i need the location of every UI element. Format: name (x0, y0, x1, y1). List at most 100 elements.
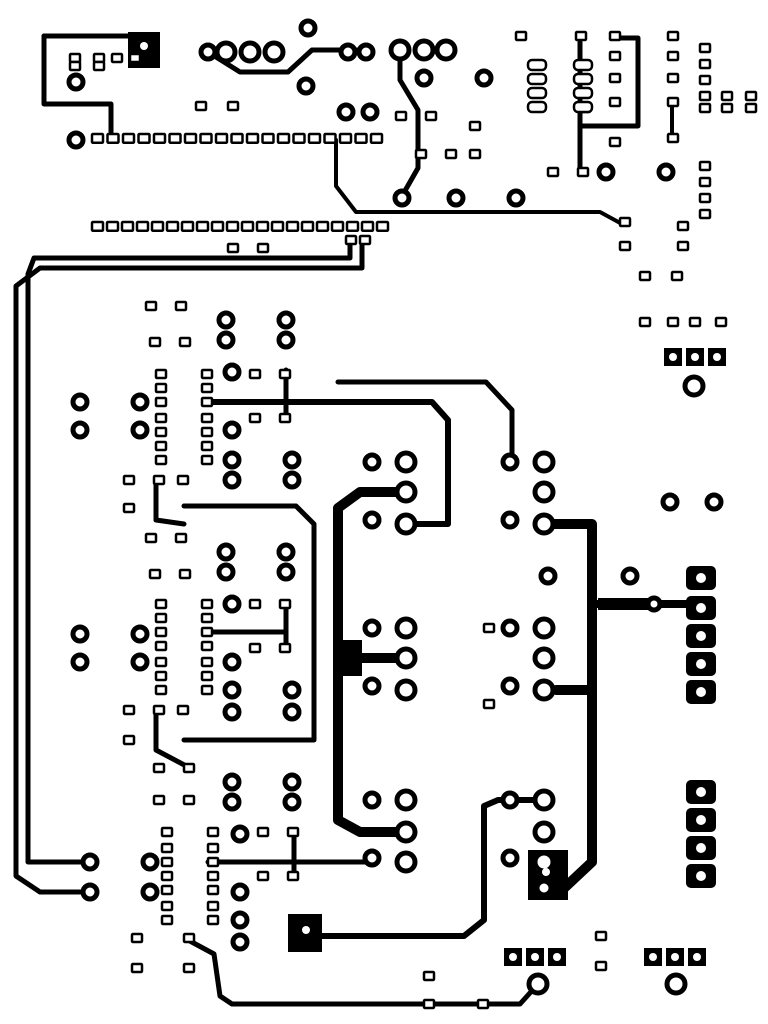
through-hole-pad (222, 362, 242, 382)
smd-pad (666, 30, 680, 42)
smd-pad (130, 962, 144, 974)
smd-pad (572, 58, 594, 72)
smd-pad (121, 132, 136, 145)
smd-pad (68, 60, 82, 72)
smd-pad (165, 220, 180, 233)
through-hole-pad (506, 188, 526, 208)
through-hole-pad (238, 40, 262, 64)
smd-pad (154, 640, 168, 652)
smd-pad (200, 396, 214, 408)
through-hole-pad (532, 850, 556, 874)
smd-pad (526, 100, 548, 114)
smd-pad (744, 90, 758, 102)
through-hole-pad (532, 646, 556, 670)
through-hole-pad (282, 702, 302, 722)
through-hole-pad (276, 562, 296, 582)
smd-pad (256, 242, 270, 254)
smd-pad (148, 336, 162, 348)
smd-pad (152, 762, 166, 774)
smd-pad (315, 220, 330, 233)
pcb-trace (333, 487, 411, 837)
through-hole-pad (222, 680, 242, 700)
smd-pad (154, 440, 168, 452)
through-hole-pad (282, 772, 302, 792)
through-hole-pad (362, 676, 382, 696)
square-pad (693, 953, 701, 961)
smd-pad (240, 220, 255, 233)
through-hole-pad (130, 392, 150, 412)
smd-pad (122, 474, 136, 486)
smd-pad (154, 382, 168, 394)
through-hole-pad (500, 510, 520, 530)
smd-pad (468, 148, 482, 160)
through-hole-pad (394, 820, 418, 844)
through-hole-pad (282, 450, 302, 470)
smd-pad (128, 52, 142, 64)
pcb-trace (397, 49, 421, 199)
through-hole-pad (80, 882, 100, 902)
through-hole-pad (500, 848, 520, 868)
smd-pad (154, 368, 168, 380)
through-hole-pad (532, 788, 556, 812)
large-pad (696, 815, 706, 825)
smd-pad (574, 30, 588, 42)
smd-pad (154, 396, 168, 408)
smd-pad (576, 166, 590, 178)
large-pad (542, 868, 550, 876)
square-pad (531, 953, 539, 961)
smd-pad (248, 412, 262, 424)
smd-pad (360, 220, 375, 233)
square-pad (713, 353, 721, 361)
smd-pad (248, 598, 262, 610)
through-hole-pad (446, 188, 466, 208)
smd-pad (152, 132, 167, 145)
smd-pad (154, 426, 168, 438)
through-hole-pad (198, 42, 218, 62)
through-hole-pad (70, 392, 90, 412)
through-hole-pad (222, 792, 242, 812)
smd-pad (444, 148, 458, 160)
through-hole-pad (216, 330, 236, 350)
smd-pad (154, 454, 168, 466)
smd-pad (183, 132, 198, 145)
smd-pad (572, 72, 594, 86)
smd-pad (608, 30, 622, 42)
smd-pad (307, 132, 322, 145)
smd-pad (482, 622, 496, 634)
square-pad (691, 353, 699, 361)
through-hole-pad (216, 542, 236, 562)
through-hole-pad (222, 470, 242, 490)
smd-pad (182, 794, 196, 806)
smd-pad (608, 96, 622, 108)
through-hole-pad (216, 562, 236, 582)
through-hole-pad (704, 492, 724, 512)
smd-pad (345, 220, 360, 233)
through-hole-pad (360, 102, 380, 122)
through-hole-pad (620, 566, 640, 586)
through-hole-pad (80, 852, 100, 872)
through-hole-pad (392, 188, 412, 208)
smd-pad (422, 998, 436, 1010)
smd-pad (286, 870, 300, 882)
pcb-trace (185, 937, 541, 1007)
smd-pad (200, 440, 214, 452)
through-hole-pad (645, 595, 663, 613)
smd-pad (154, 626, 168, 638)
through-hole-pad (414, 68, 434, 88)
pcb-trace (537, 519, 597, 897)
through-hole-pad (130, 420, 150, 440)
smd-pad (182, 762, 196, 774)
smd-pad (210, 220, 225, 233)
smd-pad (200, 368, 214, 380)
through-hole-pad (296, 76, 316, 96)
smd-pad (255, 220, 270, 233)
smd-pad (154, 670, 168, 682)
smd-pad (286, 826, 300, 838)
large-pad (696, 631, 706, 641)
through-hole-pad (222, 420, 242, 440)
smd-pad (160, 884, 174, 896)
through-hole-pad (388, 38, 412, 62)
smd-pad (358, 234, 372, 246)
through-hole-pad (338, 42, 358, 62)
